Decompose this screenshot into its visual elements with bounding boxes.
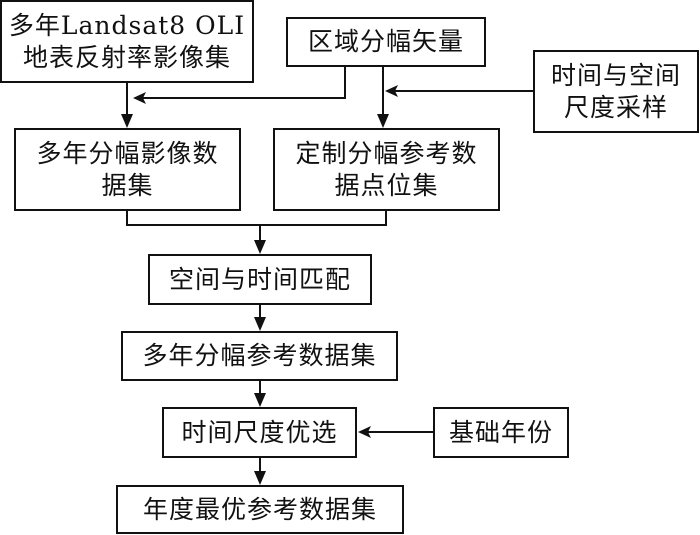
node-label-line: 据点位集 xyxy=(334,170,439,200)
node-label: 区域分幅矢量 xyxy=(307,27,464,56)
arrowhead xyxy=(254,317,266,331)
edge-images-to-match xyxy=(126,210,387,226)
node-temporal-spatial-sampling: 时间与空间 尺度采样 xyxy=(533,50,699,133)
arrowhead xyxy=(254,393,266,407)
node-multi-year-tile-images: 多年分幅影像数 据集 xyxy=(14,128,241,211)
node-custom-reference-points: 定制分幅参考数 据点位集 xyxy=(273,128,500,211)
node-base-year: 基础年份 xyxy=(433,407,569,458)
node-temporal-scale-selection: 时间尺度优选 xyxy=(162,407,357,458)
node-label-line: 时间与空间 xyxy=(550,60,681,90)
arrowhead xyxy=(385,85,398,97)
node-annual-best-reference-dataset: 年度最优参考数据集 xyxy=(116,485,404,534)
node-label: 年度最优参考数据集 xyxy=(142,494,377,524)
arrowhead xyxy=(133,92,146,104)
node-label-line: 地表反射率影像集 xyxy=(22,42,231,72)
node-label-line: 多年分幅影像数 xyxy=(36,138,219,168)
node-label-line: 定制分幅参考数 xyxy=(295,138,478,168)
node-multi-year-reference-dataset: 多年分幅参考数据集 xyxy=(121,331,398,381)
arrowhead xyxy=(121,114,133,128)
node-label-line: 多年Landsat8 OLI xyxy=(8,10,246,40)
node-landsat-reflectance-collection: 多年Landsat8 OLI 地表反射率影像集 xyxy=(0,0,254,83)
node-label-line: 尺度采样 xyxy=(563,92,668,122)
node-label: 空间与时间匹配 xyxy=(168,264,351,294)
node-region-tile-vector: 区域分幅矢量 xyxy=(286,17,486,67)
node-label-line: 据集 xyxy=(101,170,154,200)
edge-region-to-images xyxy=(140,66,346,99)
node-label: 基础年份 xyxy=(448,417,553,447)
node-label: 时间尺度优选 xyxy=(181,417,338,447)
node-label: 多年分幅参考数据集 xyxy=(142,341,377,370)
arrowhead xyxy=(254,240,266,254)
node-spatial-temporal-matching: 空间与时间匹配 xyxy=(148,254,372,305)
arrowhead xyxy=(254,471,266,485)
arrowhead xyxy=(358,426,371,438)
arrowhead xyxy=(377,114,389,128)
